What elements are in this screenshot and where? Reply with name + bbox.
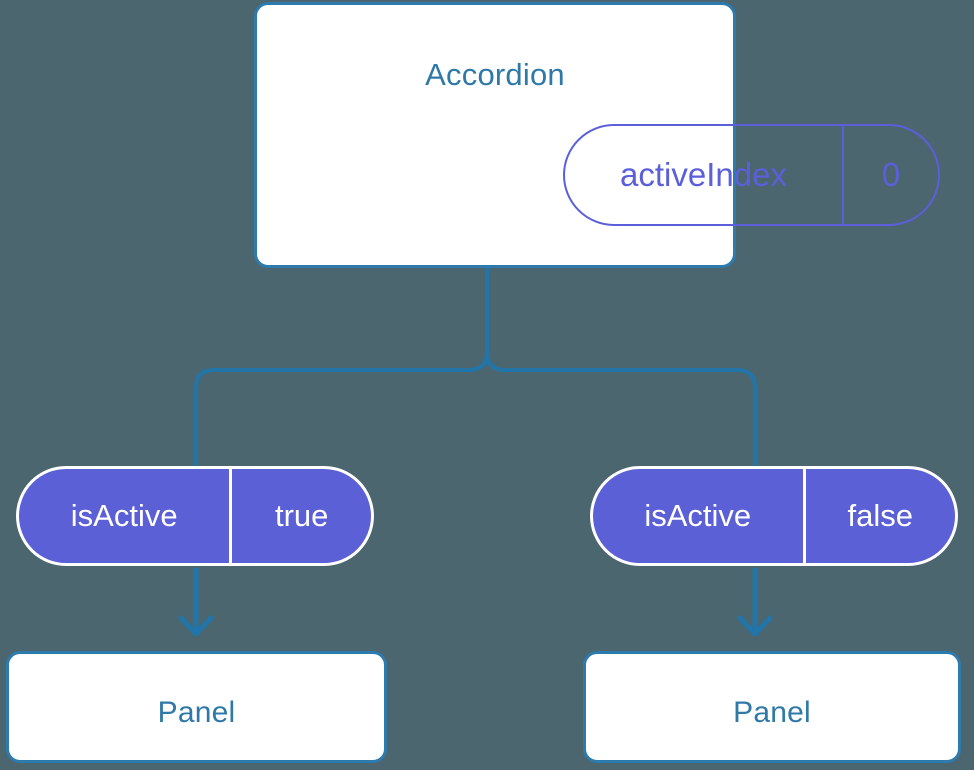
panel-component-box-left[interactable]: Panel [6,651,387,763]
prop-pill-right[interactable]: isActive false [590,466,958,566]
panel-title-right: Panel [733,696,811,729]
accordion-state-value: 0 [881,156,901,193]
tree-connector-path-right [485,264,757,468]
prop-pill-left-key: isActive [19,469,233,563]
accordion-title: Accordion [425,57,565,92]
arrow-right-head-icon [737,615,773,637]
tree-connector-path [194,264,489,468]
prop-pill-right-key: isActive [593,469,806,563]
prop-pill-left-value: true [274,498,329,533]
accordion-state-pill[interactable]: activeIndex 0 [563,124,940,226]
accordion-state-key: activeIndex [565,126,845,224]
prop-pill-left[interactable]: isActive true [16,466,374,566]
arrow-left-head-icon [178,615,214,637]
panel-title-left: Panel [157,696,236,729]
prop-pill-right-value: false [847,498,913,533]
panel-component-box-right[interactable]: Panel [583,651,961,763]
accordion-component-box[interactable]: Accordion activeIndex 0 [254,2,940,268]
